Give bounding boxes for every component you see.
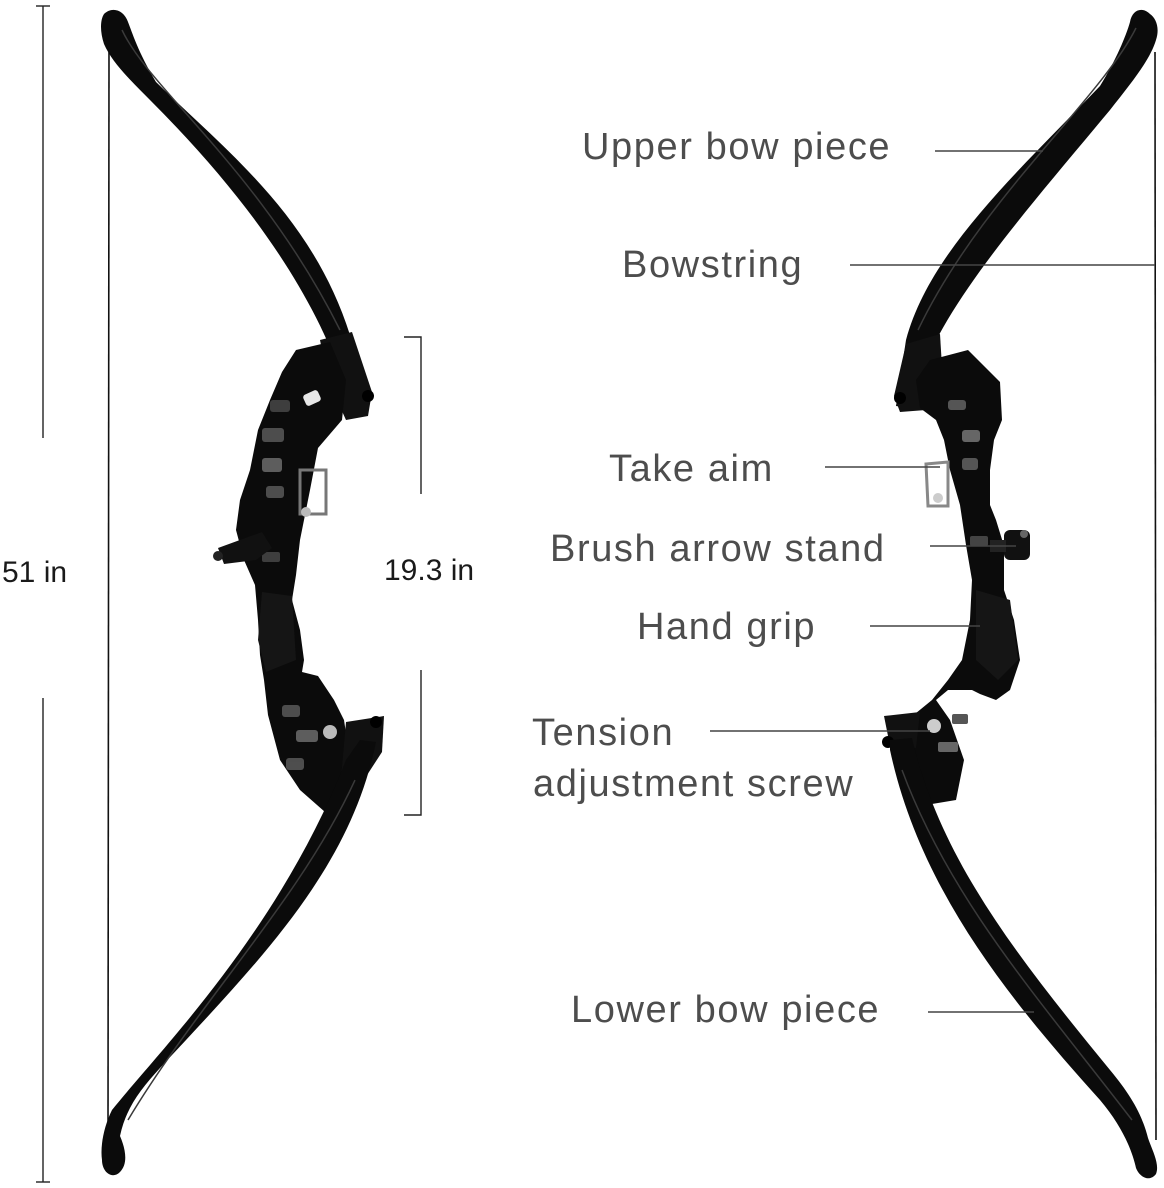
label-bowstring: Bowstring <box>622 244 804 286</box>
riser-height-label: 19.3 in <box>384 554 475 587</box>
left-bow <box>101 9 384 1176</box>
left-lower-limb <box>101 740 377 1176</box>
label-hand-grip: Hand grip <box>637 606 817 648</box>
left-bowstring <box>107 51 110 1141</box>
label-lower-bow-piece: Lower bow piece <box>571 989 881 1031</box>
right-riser <box>898 350 1020 804</box>
total-height-label: 51 in <box>2 556 68 589</box>
total-height-dimension <box>36 5 50 1183</box>
right-bowstring <box>1154 51 1157 1141</box>
right-bow <box>882 9 1158 1179</box>
riser-height-dimension <box>404 336 422 816</box>
left-upper-limb <box>101 9 362 403</box>
label-brush-arrow-stand: Brush arrow stand <box>550 528 886 570</box>
label-tension-line1: Tension <box>532 712 675 754</box>
right-lower-limb <box>890 738 1158 1179</box>
left-riser <box>236 342 350 812</box>
right-upper-limb <box>896 9 1158 409</box>
label-upper-bow-piece: Upper bow piece <box>582 126 892 168</box>
label-tension-line2: adjustment screw <box>533 763 855 805</box>
label-take-aim: Take aim <box>609 448 774 490</box>
